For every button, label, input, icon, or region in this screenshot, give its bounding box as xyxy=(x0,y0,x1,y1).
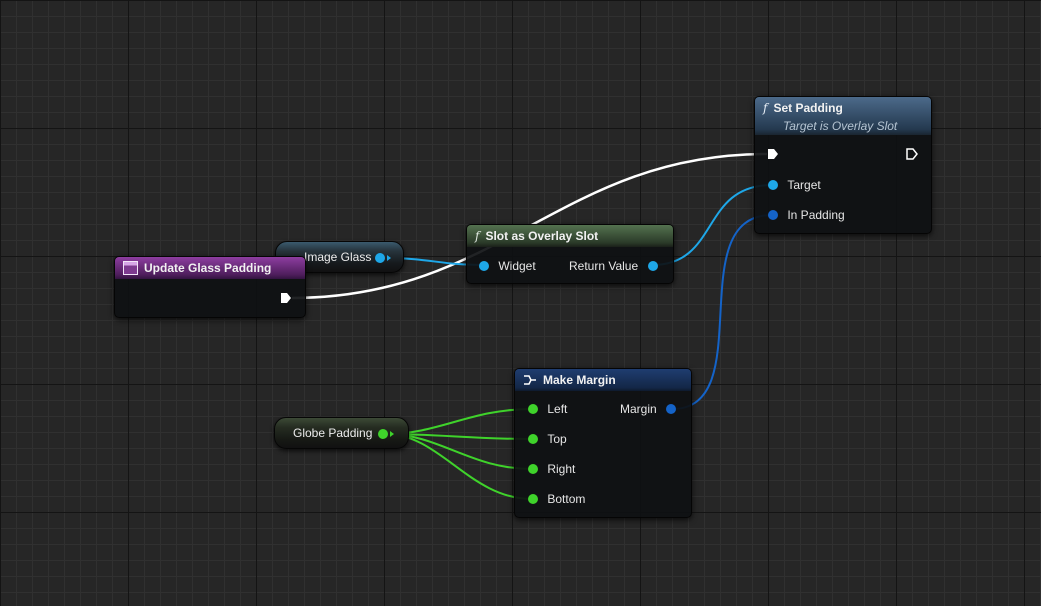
globe-padding-label: Globe Padding xyxy=(293,426,373,440)
set-padding-node-header: f Set Padding Target is Overlay Slot xyxy=(755,97,931,135)
event-icon xyxy=(123,260,138,275)
target-input-row: Target xyxy=(768,177,821,193)
pin-arrow-icon xyxy=(390,431,394,437)
event-node-header: Update Glass Padding xyxy=(115,257,305,279)
widget-input-pin[interactable] xyxy=(479,260,489,271)
exec-input-pin[interactable] xyxy=(767,148,779,160)
slot-node-header: f Slot as Overlay Slot xyxy=(467,225,673,247)
target-input-pin[interactable] xyxy=(768,179,778,190)
set-padding-node[interactable]: f Set Padding Target is Overlay Slot Targ… xyxy=(754,96,932,234)
wire-globe-to-bottom xyxy=(385,433,533,500)
make-margin-node[interactable]: Make Margin Left Top Right Bottom Margin xyxy=(514,368,692,518)
margin-pin-label: Margin xyxy=(620,402,657,416)
set-padding-node-title: Set Padding xyxy=(773,101,843,115)
in-padding-input-row: In Padding xyxy=(768,207,845,223)
exec-output-pin[interactable] xyxy=(280,292,292,304)
left-pin-label: Left xyxy=(547,402,568,416)
margin-output-pin[interactable] xyxy=(666,403,677,414)
return-value-pin-label: Return Value xyxy=(569,259,639,273)
margin-output-row: Margin xyxy=(620,401,677,417)
image-glass-label: Image Glass xyxy=(304,250,372,264)
pin-arrow-icon xyxy=(387,255,391,261)
bottom-input-pin[interactable] xyxy=(528,493,538,504)
make-margin-node-title: Make Margin xyxy=(543,373,616,387)
top-input-pin[interactable] xyxy=(528,433,538,444)
top-input-row: Top xyxy=(528,431,567,447)
left-input-pin[interactable] xyxy=(528,403,538,414)
widget-input-row: Widget xyxy=(479,258,536,274)
event-node-title: Update Glass Padding xyxy=(144,261,272,275)
slot-as-overlay-slot-node[interactable]: f Slot as Overlay Slot Widget Return Valu… xyxy=(466,224,674,284)
in-padding-input-pin[interactable] xyxy=(768,209,778,220)
image-glass-output-pin[interactable] xyxy=(375,253,385,263)
widget-pin-label: Widget xyxy=(498,259,536,273)
right-input-row: Right xyxy=(528,461,575,477)
bottom-input-row: Bottom xyxy=(528,491,585,507)
return-value-output-pin[interactable] xyxy=(647,260,658,271)
right-pin-label: Right xyxy=(547,462,576,476)
function-icon: f xyxy=(763,101,768,115)
return-value-output-row: Return Value xyxy=(569,258,658,274)
in-padding-pin-label: In Padding xyxy=(787,208,845,222)
exec-output-pin[interactable] xyxy=(906,148,918,160)
slot-node-title: Slot as Overlay Slot xyxy=(485,229,599,243)
right-input-pin[interactable] xyxy=(528,463,538,474)
set-padding-subtitle: Target is Overlay Slot xyxy=(783,119,898,133)
make-margin-node-header: Make Margin xyxy=(515,369,691,391)
function-icon: f xyxy=(475,229,480,243)
bottom-pin-label: Bottom xyxy=(547,492,586,506)
left-input-row: Left xyxy=(528,401,567,417)
globe-padding-variable-node[interactable]: Globe Padding xyxy=(274,417,409,449)
make-struct-icon xyxy=(524,375,536,385)
update-glass-padding-event-node[interactable]: Update Glass Padding xyxy=(114,256,306,318)
target-pin-label: Target xyxy=(787,178,821,192)
top-pin-label: Top xyxy=(547,432,567,446)
globe-padding-output-pin[interactable] xyxy=(378,429,388,439)
